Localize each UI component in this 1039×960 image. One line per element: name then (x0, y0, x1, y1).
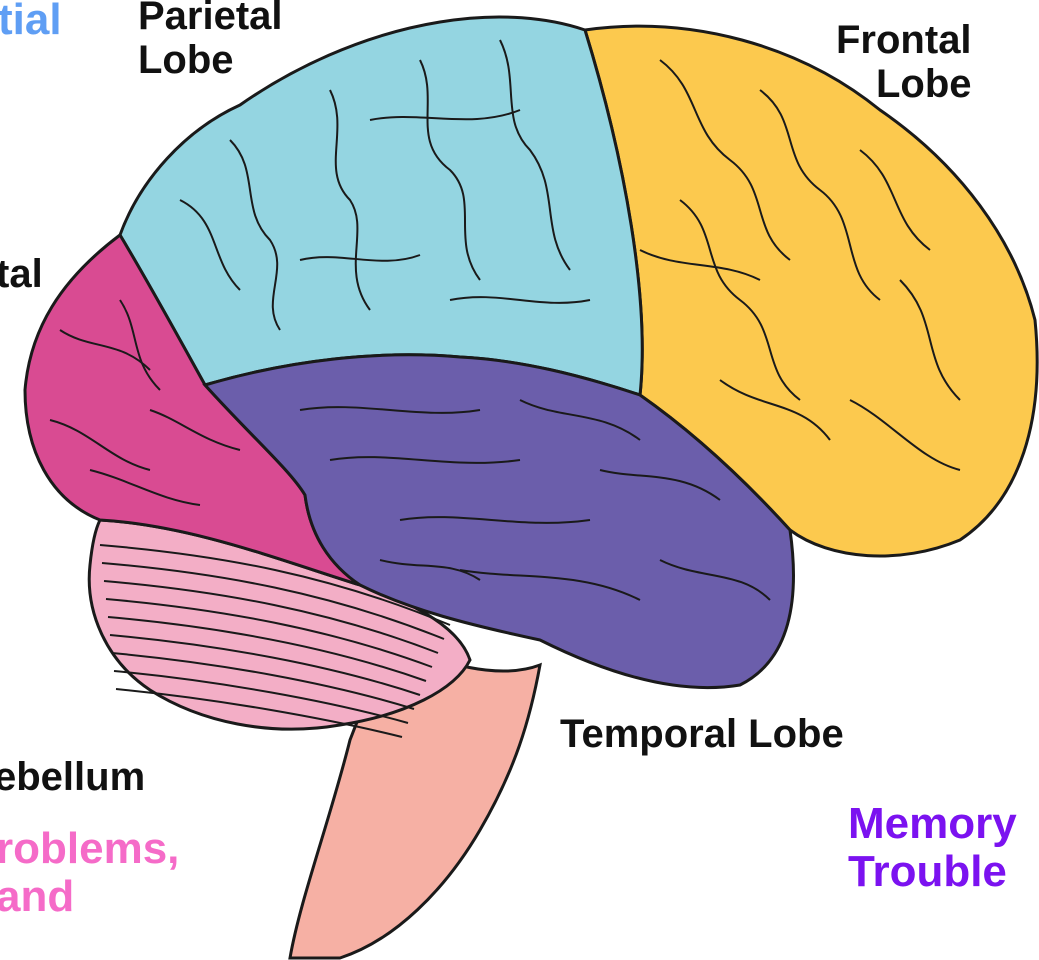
cerebellum-label: ebellum (0, 755, 145, 799)
problems-note: roblems, and (0, 825, 179, 921)
frontal-lobe-label: Frontal Lobe (836, 18, 972, 106)
spatial-note: tial (0, 0, 62, 44)
memory-note: Memory Trouble (848, 800, 1017, 896)
occipital-lobe-label: tal (0, 252, 43, 296)
temporal-lobe-label: Temporal Lobe (560, 712, 844, 756)
parietal-lobe-label: Parietal Lobe (138, 0, 283, 82)
